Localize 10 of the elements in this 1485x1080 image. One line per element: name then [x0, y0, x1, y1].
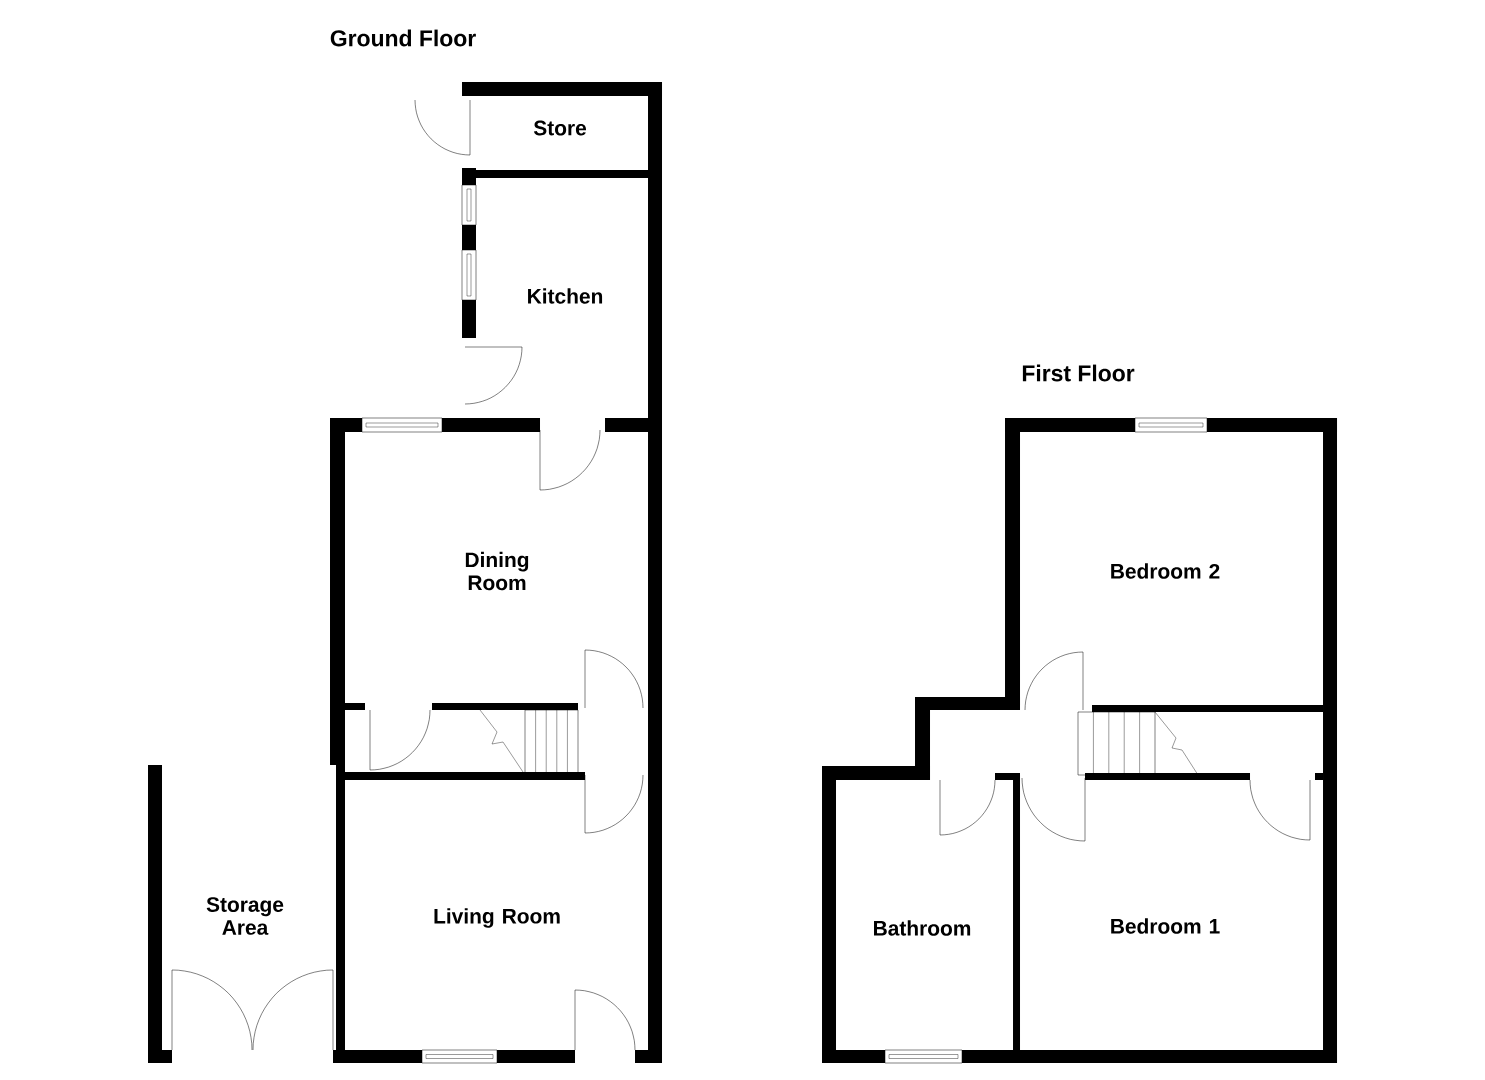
floor-title: First Floor [1022, 364, 1135, 382]
room-label: Dining Room [465, 551, 529, 591]
room-label: Bathroom [874, 920, 971, 936]
room-label: Storage Area [206, 897, 284, 935]
room-label: Living Room [434, 908, 560, 928]
room-label: Bedroom 1 [1111, 918, 1220, 934]
floor-title: Ground Floor [330, 29, 476, 47]
room-label: Bedroom 2 [1111, 563, 1220, 579]
room-label: Kitchen [528, 288, 603, 304]
room-label: Store [533, 120, 587, 136]
